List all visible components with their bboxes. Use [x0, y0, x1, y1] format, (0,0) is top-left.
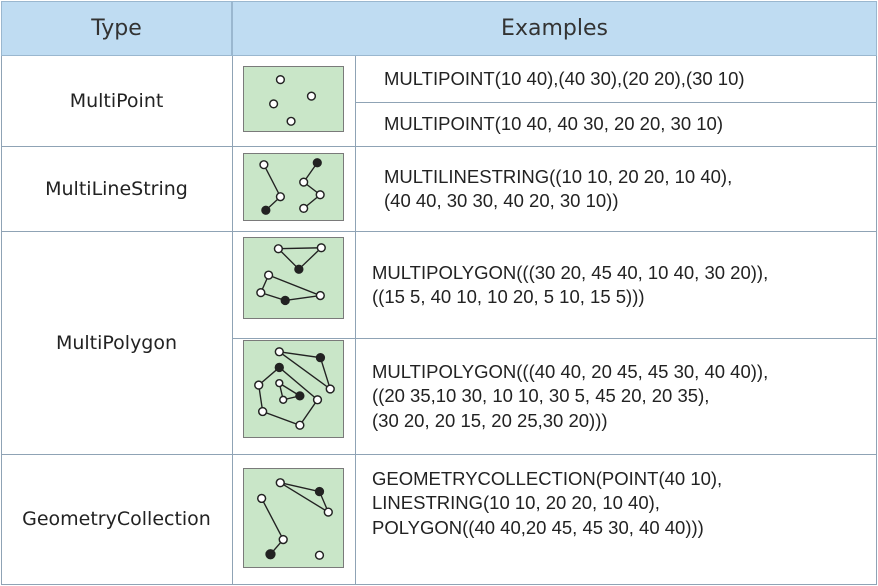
- type-geometrycollection: GeometryCollection: [22, 508, 211, 530]
- multipolygon-example-1: MULTIPOLYGON(((30 20, 45 40, 10 40, 30 2…: [372, 261, 769, 307]
- type-multipolygon: MultiPolygon: [55, 331, 178, 354]
- examples-column-header: Examples: [232, 1, 877, 56]
- multipoint-example-2: MULTIPOINT(10 40, 40 30, 20 20, 30 10): [384, 113, 723, 135]
- multilinestring-example: MULTILINESTRING((10 10, 20 20, 10 40), (…: [384, 165, 733, 211]
- geometrycollection-thumbnail: [243, 468, 344, 568]
- multipoint-example-1: MULTIPOINT(10 40),(40 30),(20 20),(30 10…: [384, 68, 745, 90]
- multipoint-thumbnail: [243, 66, 344, 132]
- multipolygon-example-2: MULTIPOLYGON(((40 40, 20 45, 45 30, 40 4…: [372, 360, 769, 431]
- multilinestring-thumbnail: [243, 153, 344, 221]
- multipolygon-thumbnail-2: [243, 340, 344, 438]
- type-multipoint: MultiPoint: [69, 90, 164, 112]
- type-column-header: Type: [1, 1, 232, 56]
- type-multilinestring: MultiLineString: [45, 177, 188, 200]
- multipolygon-thumbnail-1: [243, 237, 344, 319]
- geometrycollection-example: GEOMETRYCOLLECTION(POINT(40 10), LINESTR…: [372, 468, 723, 538]
